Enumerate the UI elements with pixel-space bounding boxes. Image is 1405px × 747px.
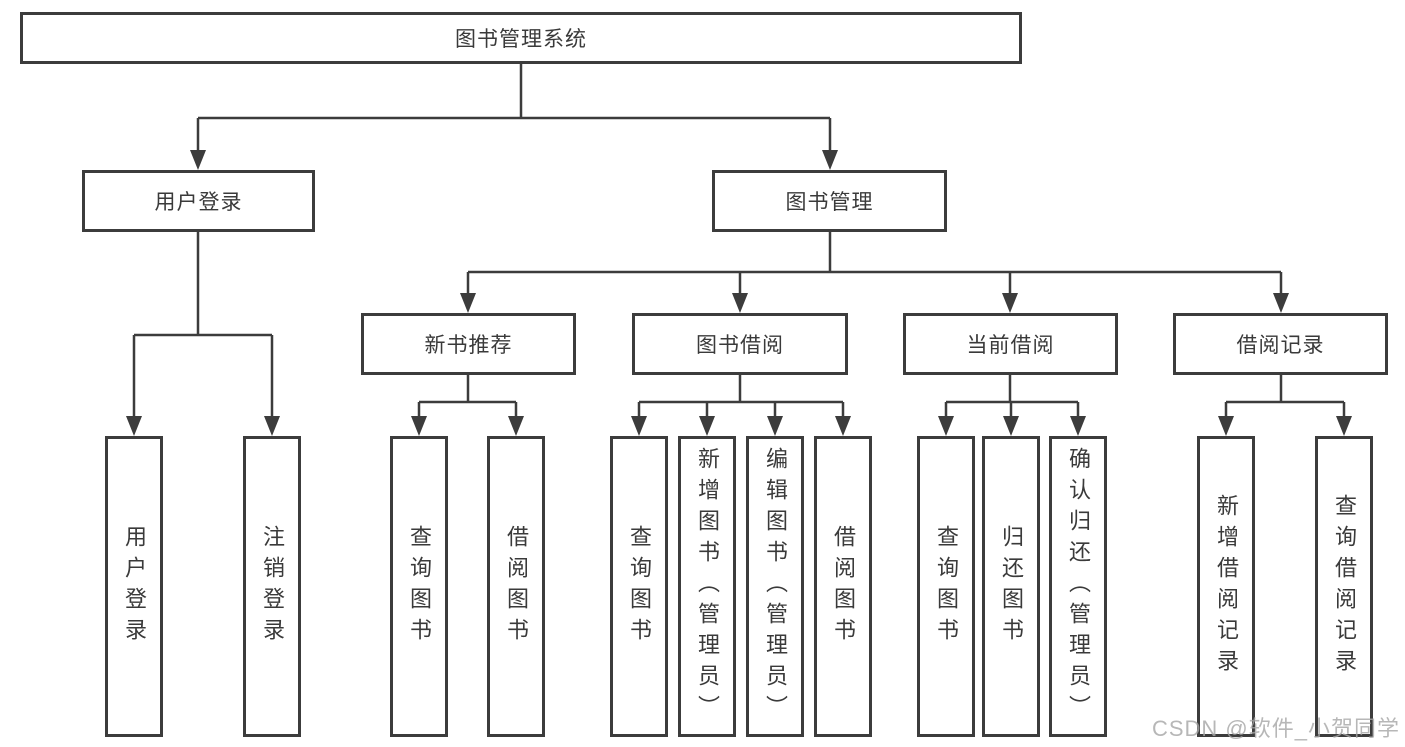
leaf-confirm-return-admin-label: 确认归还（管理员） — [1066, 447, 1091, 726]
node-borrow-records: 借阅记录 — [1173, 313, 1388, 375]
node-book-borrow-label: 图书借阅 — [696, 334, 784, 357]
arrowheads — [126, 150, 1352, 436]
node-user-login-label: 用户登录 — [154, 191, 243, 214]
node-current-borrow-label: 当前借阅 — [966, 334, 1055, 357]
node-new-book-recommend-label: 新书推荐 — [424, 334, 513, 357]
leaf-query-book-recommend-label: 查询图书 — [407, 524, 432, 649]
leaf-query-borrow-record: 查询借阅记录 — [1315, 436, 1373, 737]
leaf-borrow-book-label: 借阅图书 — [831, 524, 856, 649]
leaf-add-borrow-record-label: 新增借阅记录 — [1214, 493, 1239, 680]
leaf-user-login: 用户登录 — [105, 436, 163, 737]
node-root: 图书管理系统 — [20, 12, 1022, 64]
leaf-logout-label: 注销登录 — [260, 524, 285, 649]
leaf-borrow-book-recommend-label: 借阅图书 — [504, 524, 529, 649]
leaf-logout: 注销登录 — [243, 436, 301, 737]
leaf-query-book-borrow: 查询图书 — [610, 436, 668, 737]
node-user-login: 用户登录 — [82, 170, 315, 232]
leaf-add-book-admin-label: 新增图书（管理员） — [695, 447, 720, 726]
node-borrow-records-label: 借阅记录 — [1236, 334, 1325, 357]
node-new-book-recommend: 新书推荐 — [361, 313, 576, 375]
node-book-management-label: 图书管理 — [785, 191, 874, 214]
leaf-query-book-borrow-label: 查询图书 — [627, 524, 652, 649]
leaf-query-book-current: 查询图书 — [917, 436, 975, 737]
leaf-edit-book-admin-label: 编辑图书（管理员） — [763, 447, 788, 726]
leaf-add-book-admin: 新增图书（管理员） — [678, 436, 736, 737]
node-root-label: 图书管理系统 — [455, 28, 587, 51]
leaf-confirm-return-admin: 确认归还（管理员） — [1049, 436, 1107, 737]
leaf-query-borrow-record-label: 查询借阅记录 — [1332, 493, 1357, 680]
leaf-query-book-recommend: 查询图书 — [390, 436, 448, 737]
leaf-add-borrow-record: 新增借阅记录 — [1197, 436, 1255, 737]
leaf-edit-book-admin: 编辑图书（管理员） — [746, 436, 804, 737]
leaf-return-book-label: 归还图书 — [999, 524, 1024, 649]
leaf-query-book-current-label: 查询图书 — [934, 524, 959, 649]
leaf-return-book: 归还图书 — [982, 436, 1040, 737]
leaf-borrow-book: 借阅图书 — [814, 436, 872, 737]
leaf-borrow-book-recommend: 借阅图书 — [487, 436, 545, 737]
node-current-borrow: 当前借阅 — [903, 313, 1118, 375]
node-book-management: 图书管理 — [712, 170, 947, 232]
leaf-user-login-label: 用户登录 — [122, 524, 147, 649]
csdn-watermark: CSDN @软件_小贺同学 — [1151, 716, 1400, 741]
node-book-borrow: 图书借阅 — [632, 313, 848, 375]
